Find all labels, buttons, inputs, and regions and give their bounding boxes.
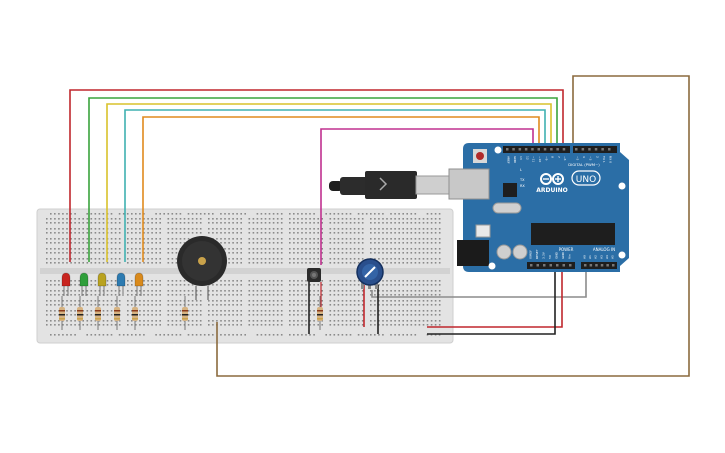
pin-label: 13 bbox=[519, 156, 523, 160]
pin-label: RX 0 bbox=[609, 156, 613, 163]
pin-label: A1 bbox=[588, 255, 592, 259]
breadboard[interactable] bbox=[36, 208, 454, 344]
pin-label: ~6 bbox=[563, 156, 567, 161]
resistor-1[interactable] bbox=[59, 296, 65, 330]
pin-label: GND bbox=[513, 156, 517, 164]
arduino-uno-board[interactable]: UNO ARDUINO DIGITAL (PWM~) POWER ANALOG … bbox=[448, 143, 629, 272]
pin-label: A0 bbox=[583, 255, 587, 259]
push-button[interactable] bbox=[307, 268, 321, 282]
led-2[interactable] bbox=[79, 272, 89, 296]
wire-yellow[interactable] bbox=[106, 103, 552, 262]
pin-label: IOREF bbox=[529, 250, 533, 259]
breadboard-holes bbox=[46, 213, 441, 336]
pin-label: 2 bbox=[595, 156, 599, 158]
pin-label: ~10 bbox=[538, 156, 542, 162]
wire-red[interactable] bbox=[69, 89, 564, 262]
pin-label: GND bbox=[561, 251, 565, 259]
resistors bbox=[59, 296, 323, 330]
piezo-buzzer[interactable] bbox=[177, 236, 227, 300]
resistor-2[interactable] bbox=[77, 296, 83, 330]
arduino-model-label: UNO bbox=[576, 175, 596, 185]
power-header-label: POWER bbox=[559, 247, 574, 252]
wire-red-5v[interactable] bbox=[427, 265, 563, 328]
pin-label: 4 bbox=[582, 156, 586, 158]
pin-label: 7 bbox=[557, 156, 561, 158]
led-4[interactable] bbox=[116, 272, 126, 296]
pin-label: TX 1 bbox=[602, 155, 606, 163]
leds bbox=[61, 272, 144, 296]
potentiometer[interactable] bbox=[356, 258, 384, 289]
resistor-5[interactable] bbox=[132, 296, 138, 330]
wire-gray[interactable] bbox=[371, 265, 587, 298]
resistor-buzzer[interactable] bbox=[182, 296, 188, 330]
pin-label: RESET bbox=[535, 249, 539, 259]
resistor-4[interactable] bbox=[114, 296, 120, 330]
pin-label: A4 bbox=[605, 255, 609, 259]
pin-label: ~3 bbox=[589, 156, 593, 161]
digital-header-label: DIGITAL (PWM~) bbox=[568, 162, 600, 167]
pin-label: 3.3V bbox=[542, 251, 546, 259]
analog-header-label: ANALOG IN bbox=[593, 247, 615, 252]
pin-label: A2 bbox=[594, 255, 598, 259]
pin-label: ~11 bbox=[532, 156, 536, 162]
led-3[interactable] bbox=[97, 272, 107, 296]
pin-label: A5 bbox=[611, 255, 615, 259]
pin-label: Vin bbox=[568, 254, 572, 259]
pin-label: 12 bbox=[525, 156, 529, 160]
wire-magenta[interactable] bbox=[320, 128, 534, 265]
pin-label: ~5 bbox=[576, 156, 580, 161]
usb-cable[interactable] bbox=[329, 171, 451, 199]
l-led-label: L bbox=[520, 168, 522, 172]
led-1[interactable] bbox=[61, 272, 71, 296]
rx-led-label: RX bbox=[520, 184, 525, 188]
pin-label: GND bbox=[555, 251, 559, 259]
wire-green[interactable] bbox=[88, 97, 558, 262]
pin-label: 5V bbox=[548, 254, 552, 259]
led-5[interactable] bbox=[134, 272, 144, 296]
wire-teal[interactable] bbox=[124, 109, 546, 262]
pin-label: AREF bbox=[507, 156, 511, 164]
pin-label: A3 bbox=[599, 255, 603, 259]
tx-led-label: TX bbox=[519, 178, 525, 182]
arduino-pin-holes bbox=[506, 148, 615, 267]
resistor-button[interactable] bbox=[317, 296, 323, 330]
arduino-logo-icon bbox=[540, 173, 564, 185]
arduino-brand-label: ARDUINO bbox=[536, 187, 567, 194]
pin-label: 8 bbox=[551, 156, 555, 158]
wire-brown[interactable] bbox=[216, 75, 690, 377]
pin-label: ~9 bbox=[544, 156, 548, 161]
wire-black-gnd[interactable] bbox=[427, 265, 556, 335]
wire-orange[interactable] bbox=[142, 116, 540, 262]
resistor-3[interactable] bbox=[95, 296, 101, 330]
